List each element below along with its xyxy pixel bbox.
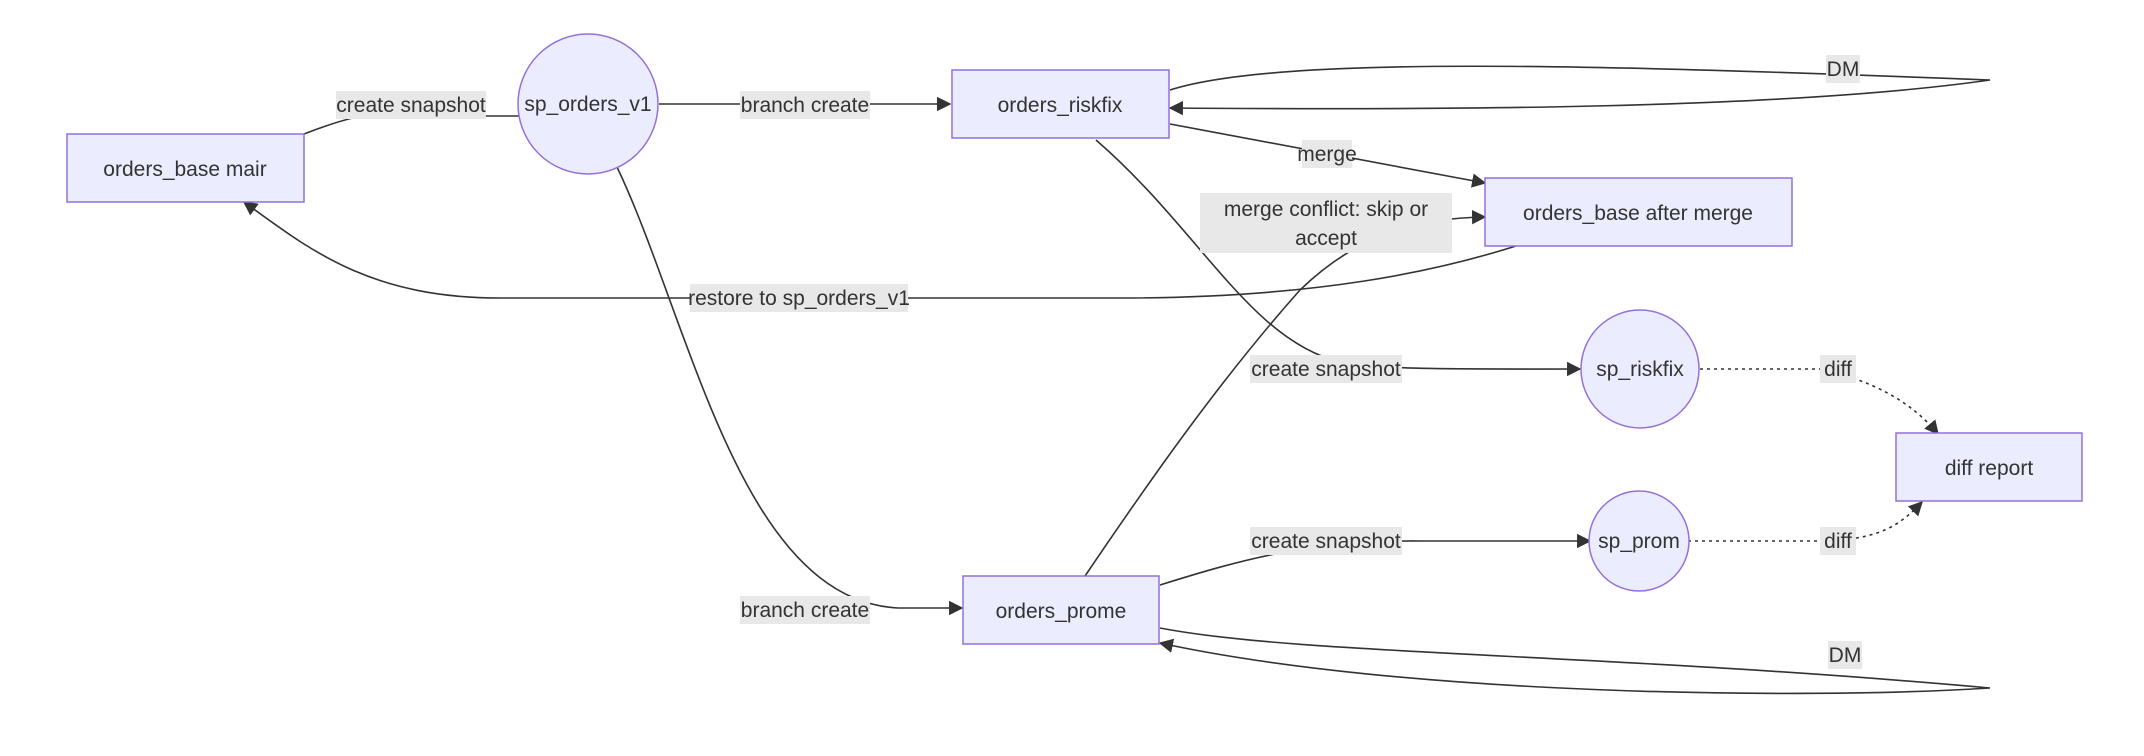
node-orders-riskfix[interactable]: orders_riskfix [951, 69, 1170, 139]
label-bg-main-to-sp-v1 [336, 91, 486, 119]
edge-riskfix-dml-loop [1168, 65, 1991, 116]
node-label-orders-prom: orders_promе [996, 600, 1127, 623]
edge-label-merge-conflict-line1: merge conflict: skip or [1224, 198, 1428, 221]
edge-label-prom-dml: DM [1829, 644, 1862, 667]
label-bg-sp-prom-diff [1820, 527, 1856, 555]
edge-label-prom-snapshot: create snapshot [1251, 530, 1401, 553]
node-sp-orders-v1[interactable]: sp_orders_v1 [517, 33, 659, 175]
edge-label-create-snapshot: create snapshot [336, 94, 486, 117]
node-sp-riskfix[interactable]: sp_riskfix [1580, 309, 1700, 429]
label-bg-sp-v1-to-riskfix [740, 91, 870, 119]
edge-riskfix-snapshot [1095, 139, 1582, 377]
edge-sp-orders-v1-to-prom [616, 166, 964, 616]
node-label-sp-orders-v1: sp_orders_v1 [524, 93, 651, 116]
label-bg-prom-dml [1828, 641, 1862, 669]
edge-label-branch-create-riskfix: branch create [741, 94, 869, 117]
node-orders-prom[interactable]: orders_promе [962, 575, 1160, 645]
edge-sp-riskfix-diff [1700, 368, 1939, 436]
edge-label-riskfix-dml: DM [1827, 58, 1860, 81]
label-bg-riskfix-merge [1302, 140, 1352, 168]
node-diff-report[interactable]: diff report [1895, 432, 2083, 502]
label-bg-prom-snapshot [1250, 527, 1402, 555]
edge-label-riskfix-snapshot: create snapshot [1251, 358, 1401, 381]
node-label-sp-riskfix: sp_riskfix [1596, 358, 1684, 381]
label-bg-riskfix-dml [1826, 55, 1860, 83]
edge-label-merge-conflict-line2: accept [1295, 227, 1357, 250]
label-bg-riskfix-snapshot [1250, 355, 1402, 383]
label-bg-sp-v1-to-prom [740, 596, 870, 624]
node-label-orders-base-main: orders_base mair [103, 158, 266, 181]
edge-prom-dml-loop [1158, 627, 1991, 695]
edge-prom-merge-conflict [1084, 210, 1487, 577]
edge-label-sp-prom-diff: diff [1824, 530, 1852, 553]
node-orders-base-after-merge[interactable]: orders_base after merge [1484, 177, 1793, 247]
label-bg-merge-conflict [1200, 193, 1452, 253]
node-label-orders-base-after-merge: orders_base after merge [1523, 202, 1753, 225]
edge-label-restore: restore to sp_orders_v1 [688, 287, 910, 310]
edge-label-sp-riskfix-diff: diff [1824, 358, 1852, 381]
node-label-diff-report: diff report [1945, 457, 2033, 480]
edge-label-merge: mergе [1297, 143, 1357, 166]
edge-sp-prom-diff [1688, 500, 1923, 542]
edge-label-branch-create-prom: branch create [741, 599, 869, 622]
edge-merge-restore-to-main [242, 201, 1517, 299]
label-bg-sp-riskfix-diff [1820, 355, 1856, 383]
node-sp-prom[interactable]: sp_prom [1588, 490, 1690, 592]
node-label-sp-prom: sp_prom [1598, 530, 1680, 553]
node-orders-base-main[interactable]: orders_base mair [66, 133, 305, 203]
node-label-orders-riskfix: orders_riskfix [998, 94, 1123, 117]
label-bg-restore [690, 284, 908, 312]
